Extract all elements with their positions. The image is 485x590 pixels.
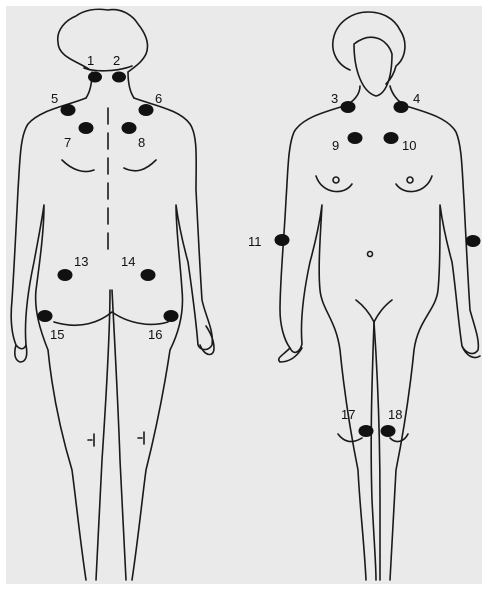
label-17: 17 xyxy=(341,407,355,422)
label-1: 1 xyxy=(87,53,94,68)
label-11: 11 xyxy=(248,234,262,249)
label-2: 2 xyxy=(113,53,120,68)
tender-point-1 xyxy=(88,72,102,83)
label-8: 8 xyxy=(138,135,145,150)
label-15: 15 xyxy=(50,327,64,342)
label-9: 9 xyxy=(332,138,339,153)
tender-point-11 xyxy=(275,234,290,246)
tender-point-14 xyxy=(141,269,156,281)
label-18: 18 xyxy=(388,407,402,422)
tender-point-8 xyxy=(122,122,137,134)
tender-point-16 xyxy=(164,310,179,322)
tender-point-2 xyxy=(112,72,126,83)
tender-point-10 xyxy=(384,132,399,144)
label-14: 14 xyxy=(121,254,135,269)
tender-point-13 xyxy=(58,269,73,281)
tender-point-3 xyxy=(341,101,356,113)
label-4: 4 xyxy=(413,91,420,106)
tender-point-6 xyxy=(139,104,154,116)
tender-point-4 xyxy=(394,101,409,113)
label-5: 5 xyxy=(51,91,58,106)
tender-point-17 xyxy=(359,425,374,437)
tender-point-18 xyxy=(381,425,396,437)
label-6: 6 xyxy=(155,91,162,106)
tender-point-15 xyxy=(38,310,53,322)
label-16: 16 xyxy=(148,327,162,342)
tender-point-7 xyxy=(79,122,94,134)
tender-point-9 xyxy=(348,132,363,144)
label-10: 10 xyxy=(402,138,416,153)
tender-point-5 xyxy=(61,104,76,116)
label-3: 3 xyxy=(331,91,338,106)
paper-background xyxy=(6,6,482,584)
label-13: 13 xyxy=(74,254,88,269)
label-7: 7 xyxy=(64,135,71,150)
tender-point-12 xyxy=(466,235,481,247)
